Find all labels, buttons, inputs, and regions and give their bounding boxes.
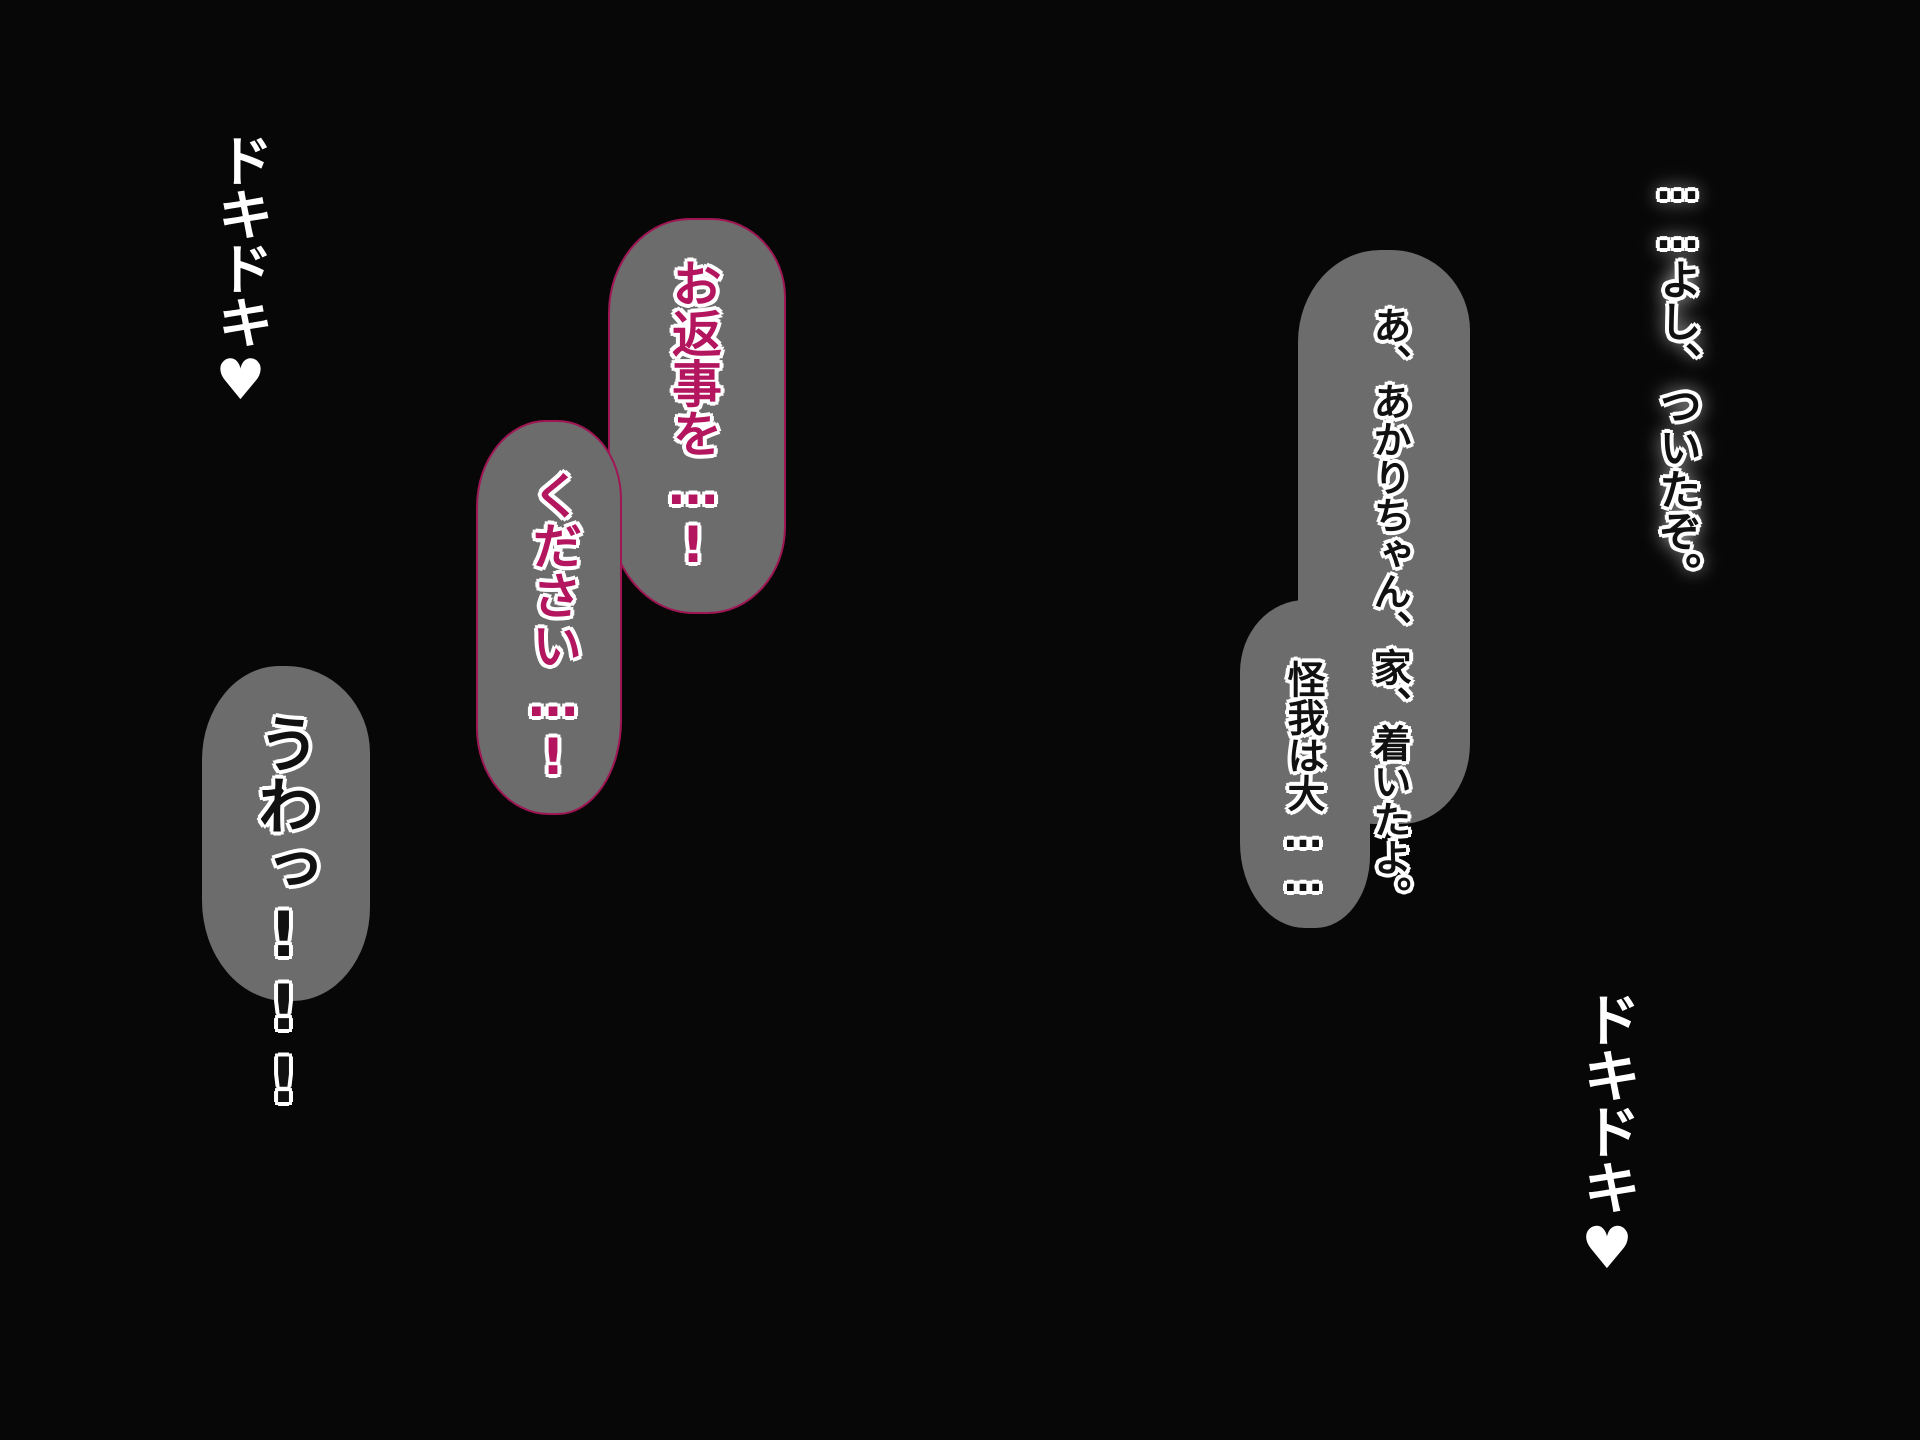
speech-bubble-pink-1 [608,218,786,614]
dialogue-uwa: うわっ!!! [247,712,320,1117]
dialogue-kega: 怪我は大…… [1281,660,1325,900]
narration-yoshi: ……よし、ついたぞ。 [1653,160,1702,594]
dialogue-pink-2: ください…! [524,470,582,786]
speech-bubble-uwa [202,666,370,1001]
sfx-dokidoki-left: ドキドキ♥ [208,132,273,411]
speech-bubble-pink-2 [476,420,622,815]
sfx-dokidoki-right: ドキドキ♥ [1573,990,1641,1280]
dialogue-akari: あ、あかりちゃん、家、着いたよ。 [1367,306,1411,914]
dialogue-pink-1: お返事を…! [664,258,722,574]
speech-bubble-kega [1240,600,1370,928]
